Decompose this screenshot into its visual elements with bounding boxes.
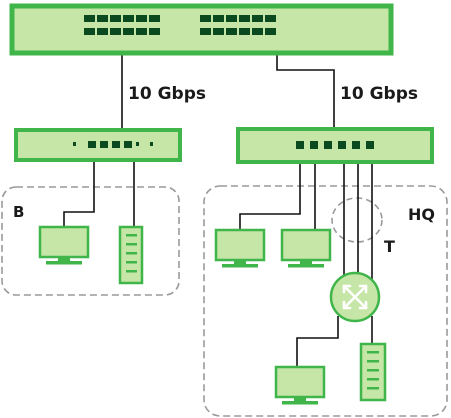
connection-lines — [63, 36, 373, 368]
core-switch-icon — [9, 3, 394, 56]
hq-switch-icon — [236, 127, 434, 164]
branch-zone — [1, 186, 180, 296]
hq-zone — [203, 185, 448, 417]
right-link-speed: 10 Gbps — [340, 84, 418, 104]
hq-monitor-1-icon — [214, 228, 266, 268]
branch-pc-link — [63, 151, 95, 228]
branch-zone-label: B — [13, 203, 24, 221]
hq-monitor-3-icon — [274, 365, 326, 405]
tap-zone — [331, 197, 383, 243]
branch-switch-icon — [14, 128, 182, 162]
branch-server-icon — [118, 225, 144, 285]
router-icon — [329, 271, 381, 323]
branch-switch-ports — [73, 141, 153, 148]
router-pc-link — [296, 316, 339, 368]
hq-server-icon — [359, 342, 387, 402]
core-switch-ports — [84, 15, 276, 35]
hq-pc1-link — [239, 150, 301, 230]
hq-switch-ports — [296, 141, 374, 149]
left-link-speed: 10 Gbps — [128, 84, 206, 104]
branch-monitor-icon — [38, 225, 90, 265]
hq-zone-label: HQ — [408, 205, 435, 224]
tap-label: T — [384, 237, 395, 256]
hq-monitor-2-icon — [280, 228, 332, 268]
